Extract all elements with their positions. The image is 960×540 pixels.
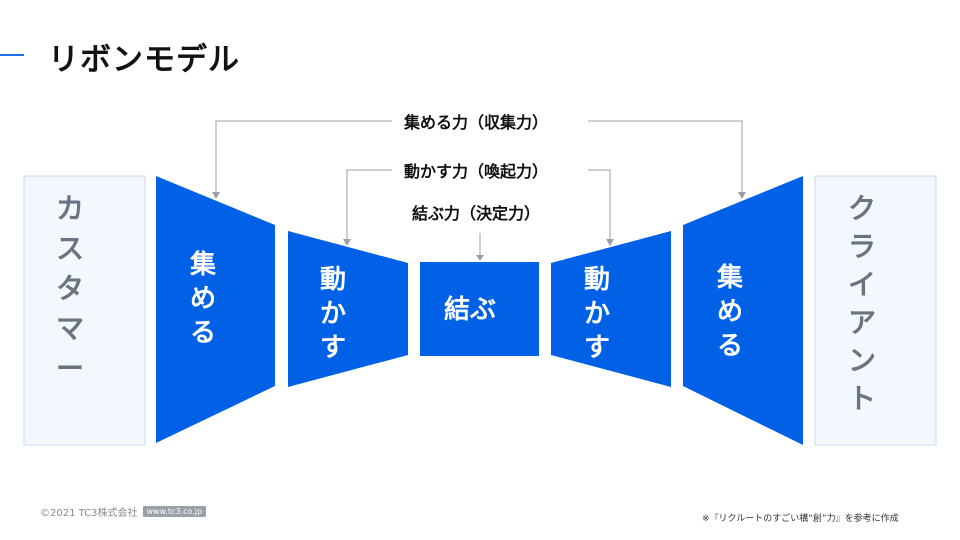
connector-collect-right [588, 120, 743, 196]
arrowhead-move-right [606, 239, 614, 246]
label-collect-force: 集める力（収集力） [403, 113, 548, 132]
connector-collect-left [215, 120, 392, 196]
stage-center-label: 結ぶ [444, 294, 496, 325]
stage-left-move-label: 動かす [320, 265, 346, 363]
page-title: リボンモデル [48, 42, 240, 78]
arrowhead-move-left [343, 239, 351, 246]
stage-right-move [551, 231, 671, 387]
connector-arrowheads [212, 192, 746, 261]
label-move-force: 動かす力（喚起力） [404, 162, 548, 181]
stage-left-move [288, 231, 408, 387]
arrowhead-collect-right [738, 192, 746, 199]
connector-move-left [346, 169, 392, 243]
footer-copyright: ©2021 TC3株式会社 www.tc3.co.jp [40, 504, 207, 519]
label-connect-force: 結ぶ力（決定力） [412, 204, 540, 223]
arrowhead-connect [476, 255, 484, 261]
stage-center [420, 262, 539, 356]
connector-move-right [588, 169, 611, 243]
company-url-badge[interactable]: www.tc3.co.jp [142, 506, 207, 517]
stage-right-move-label: 動かす [584, 265, 610, 363]
customer-label: カスタマー [56, 192, 84, 385]
arrowhead-collect-left [212, 192, 220, 199]
stage-right-collect-label: 集める [716, 262, 744, 361]
stage-right-collect [683, 176, 803, 445]
source-note: ※『リクルートのすごい構“創”力』を参考に作成 [702, 514, 899, 524]
stage-left-collect-label: 集める [189, 249, 217, 348]
title-accent-line [0, 54, 24, 56]
customer-box [23, 175, 146, 446]
stage-left-collect [156, 176, 275, 443]
client-box [814, 175, 937, 446]
copyright-text: ©2021 TC3株式会社 [40, 508, 138, 519]
connectors [215, 120, 743, 257]
client-label: クライアント [848, 192, 876, 415]
